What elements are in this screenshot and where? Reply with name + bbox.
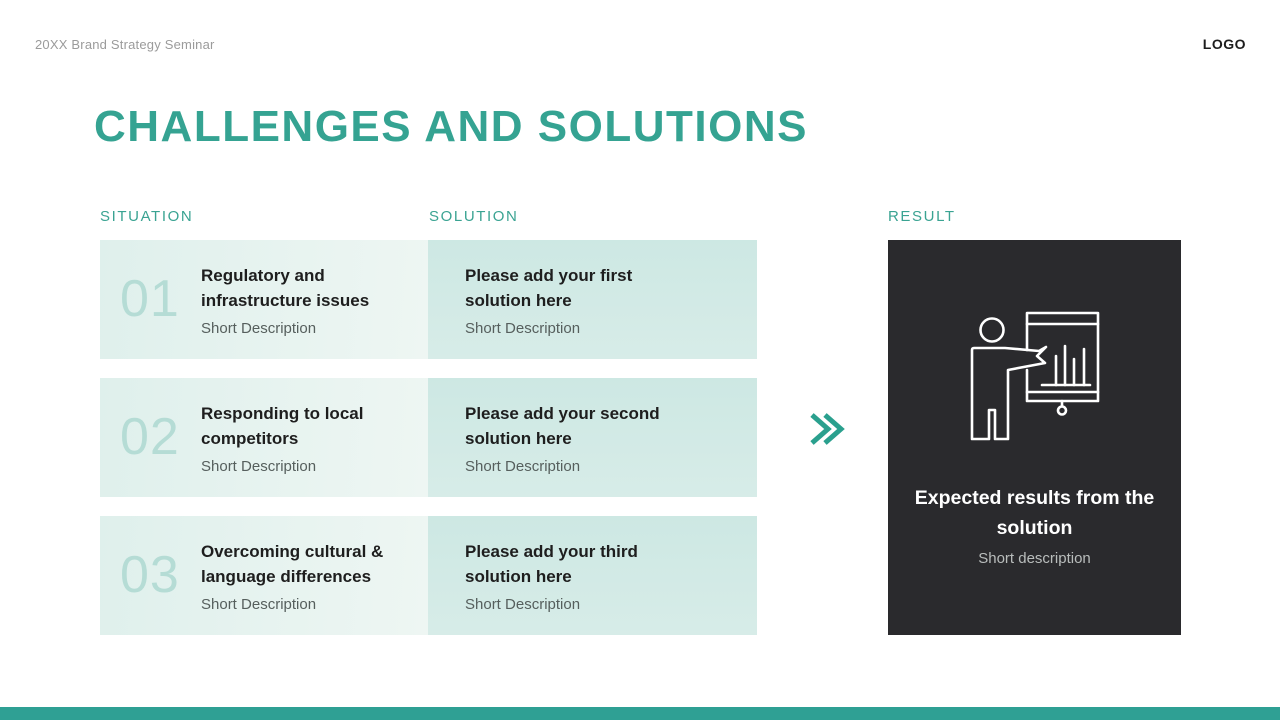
- row-number: 02: [120, 407, 180, 466]
- situation-title: Regulatory and infrastructure issues: [201, 265, 370, 310]
- situation-card-2: 02 Responding to local competitors Short…: [100, 378, 428, 497]
- result-description: Short description: [978, 550, 1091, 567]
- double-chevron-right-icon: [806, 407, 850, 451]
- column-header-situation: SITUATION: [100, 208, 194, 225]
- result-card: Expected results from the solution Short…: [888, 240, 1181, 635]
- situation-card-3: 03 Overcoming cultural & language differ…: [100, 516, 428, 635]
- table-row: 02 Responding to local competitors Short…: [100, 378, 757, 497]
- column-header-solution: SOLUTION: [429, 208, 519, 225]
- result-title: Expected results from the solution: [914, 487, 1155, 539]
- presenter-chart-icon: [960, 306, 1110, 451]
- situation-description: Short Description: [201, 319, 317, 337]
- solution-card-2: Please add your second solution here Sho…: [428, 378, 757, 497]
- solution-card-1: Please add your first solution here Shor…: [428, 240, 757, 359]
- solution-title: Please add your first solution here: [465, 265, 633, 310]
- table-row: 01 Regulatory and infrastructure issues …: [100, 240, 757, 359]
- row-number: 03: [120, 545, 180, 604]
- row-number: 01: [120, 269, 180, 328]
- solution-description: Short Description: [465, 319, 581, 337]
- situation-title: Overcoming cultural & language differenc…: [201, 541, 384, 586]
- situation-description: Short Description: [201, 457, 317, 475]
- situation-card-1: 01 Regulatory and infrastructure issues …: [100, 240, 428, 359]
- page-title: CHALLENGES AND SOLUTIONS: [94, 102, 808, 151]
- table-row: 03 Overcoming cultural & language differ…: [100, 516, 757, 635]
- situation-description: Short Description: [201, 595, 317, 613]
- footer-accent-bar: [0, 707, 1280, 720]
- solution-description: Short Description: [465, 457, 581, 475]
- solution-title: Please add your second solution here: [465, 403, 660, 448]
- slide-eyebrow: 20XX Brand Strategy Seminar: [35, 37, 215, 52]
- solution-title: Please add your third solution here: [465, 541, 638, 586]
- logo-placeholder: LOGO: [1202, 36, 1246, 52]
- solution-description: Short Description: [465, 595, 581, 613]
- column-header-result: RESULT: [888, 208, 956, 225]
- solution-card-3: Please add your third solution here Shor…: [428, 516, 757, 635]
- situation-title: Responding to local competitors: [201, 403, 364, 448]
